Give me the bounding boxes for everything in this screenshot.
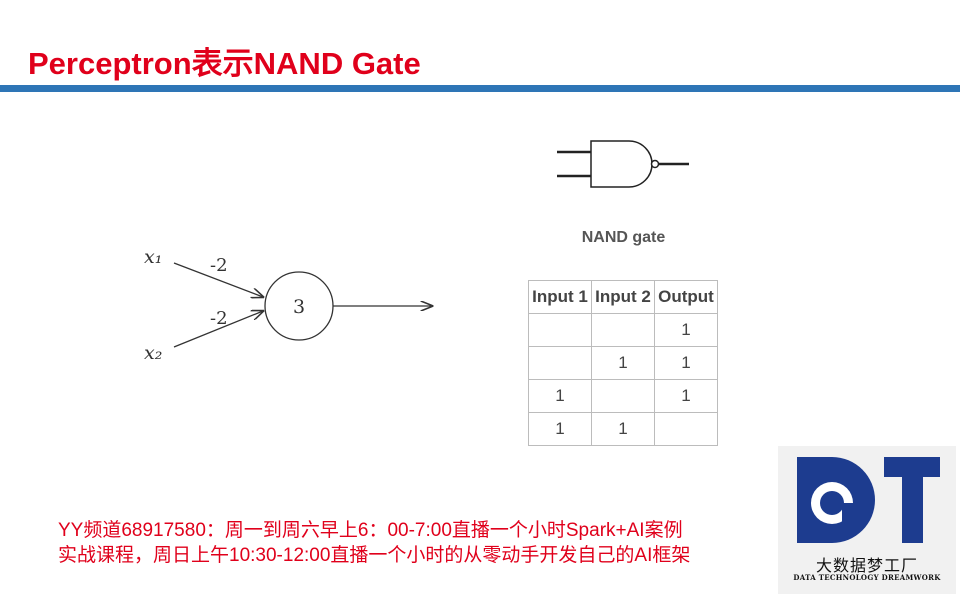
logo-subtitle: DATA TECHNOLOGY DREAMWORK	[793, 573, 941, 582]
table-cell: 1	[591, 346, 655, 380]
truth-table-header: Input 1 Input 2 Output	[528, 280, 718, 314]
table-row: 1 1	[528, 379, 718, 413]
table-cell: 1	[654, 346, 718, 380]
header-output: Output	[654, 280, 718, 314]
table-cell: 1	[654, 379, 718, 413]
weight-2-label: -2	[210, 308, 228, 329]
dt-logo-icon	[797, 457, 940, 543]
perceptron-diagram: x₁ x₂ -2 -2 3	[144, 246, 440, 364]
input-x1-label: x₁	[144, 246, 162, 268]
table-cell: 1	[528, 379, 592, 413]
table-cell	[591, 379, 655, 413]
header-input-2: Input 2	[591, 280, 655, 314]
input-x2-label: x₂	[144, 342, 162, 364]
schedule-notice: YY频道68917580：周一到周六早上6：00-7:00直播一个小时Spark…	[58, 518, 788, 568]
title-divider	[0, 85, 960, 92]
logo-name: 大数据梦工厂	[815, 556, 918, 575]
table-row: 1 1	[528, 412, 718, 446]
weight-1-label: -2	[210, 255, 228, 276]
brand-logo: 大数据梦工厂 DATA TECHNOLOGY DREAMWORK	[778, 446, 956, 594]
table-cell: 1	[591, 412, 655, 446]
nand-gate-symbol	[557, 140, 689, 188]
edge-x1	[173, 262, 263, 297]
bias-label: 3	[293, 296, 305, 318]
nand-gate-caption: NAND gate	[581, 229, 666, 246]
table-cell: 1	[654, 313, 718, 347]
schedule-line-2: 实战课程，周日上午10:30-12:00直播一个小时的从零动手开发自己的AI框架	[58, 545, 691, 566]
table-row: 1 1	[528, 346, 718, 380]
truth-table: Input 1 Input 2 Output 1 1 1 1 1 1 1	[528, 280, 718, 446]
slide-title: Perceptron表示NAND Gate	[28, 46, 421, 81]
table-cell	[591, 313, 655, 347]
table-cell	[528, 313, 592, 347]
schedule-line-1: YY频道68917580：周一到周六早上6：00-7:00直播一个小时Spark…	[58, 520, 683, 541]
edge-x2	[173, 311, 263, 348]
header-input-1: Input 1	[528, 280, 592, 314]
table-cell	[654, 412, 718, 446]
table-row: 1	[528, 313, 718, 347]
table-cell	[528, 346, 592, 380]
table-cell: 1	[528, 412, 592, 446]
